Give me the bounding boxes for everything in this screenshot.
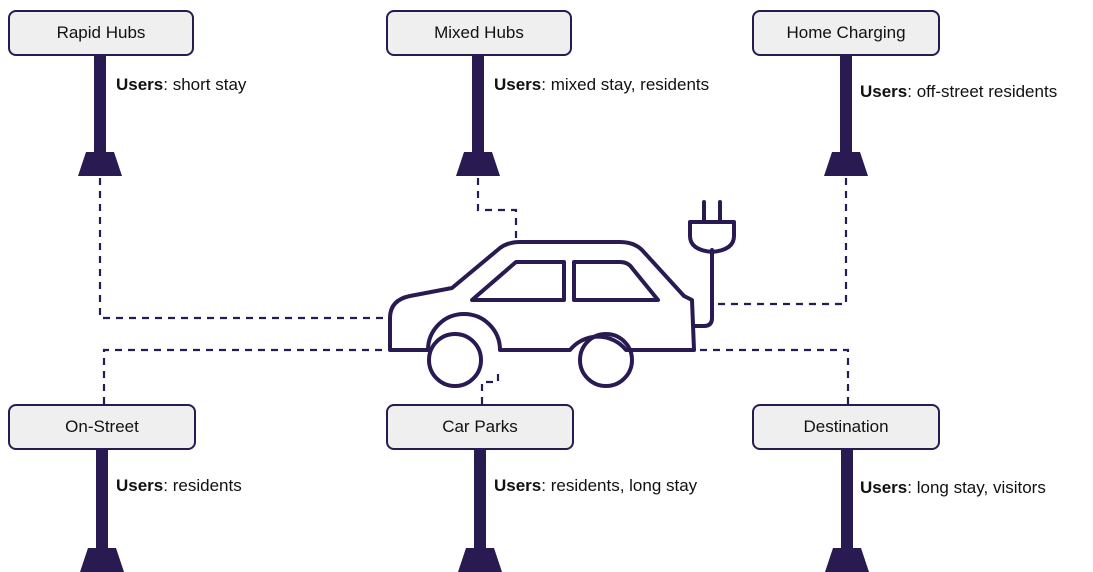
users-car-parks: Users: residents, long stay <box>494 476 698 495</box>
pole-destination <box>825 450 869 572</box>
car-body <box>388 240 696 352</box>
pole-home-charging <box>824 56 868 176</box>
users-value: mixed stay, residents <box>550 75 710 94</box>
sign-on-street: On-Street <box>8 404 196 450</box>
users-label: Users <box>494 75 542 94</box>
electric-car-icon <box>388 200 736 388</box>
car-wheel-front <box>427 332 483 388</box>
users-on-street: Users: residents <box>116 476 242 495</box>
users-label: Users <box>494 476 542 495</box>
connector-car-parks <box>480 370 500 404</box>
charging-cable <box>692 248 714 328</box>
users-value: residents <box>172 476 242 495</box>
pole-rapid-hubs <box>78 56 122 176</box>
sign-mixed-hubs-label: Mixed Hubs <box>434 23 524 42</box>
users-mixed-hubs: Users: mixed stay, residents <box>494 75 710 94</box>
connector-on-street <box>102 348 388 404</box>
users-label: Users <box>860 478 908 497</box>
sign-destination-label: Destination <box>803 417 889 436</box>
car-window-front <box>470 260 566 302</box>
users-value: short stay <box>172 75 247 94</box>
connector-home-charging <box>716 178 848 306</box>
connector-mixed-hubs <box>476 178 518 244</box>
plug-body <box>688 220 736 254</box>
sign-home-charging: Home Charging <box>752 10 940 56</box>
users-value: long stay, visitors <box>916 478 1046 497</box>
users-label: Users <box>116 75 164 94</box>
sign-car-parks: Car Parks <box>386 404 574 450</box>
sign-destination: Destination <box>752 404 940 450</box>
car-window-rear <box>572 260 660 302</box>
sign-rapid-hubs-label: Rapid Hubs <box>56 23 146 42</box>
pole-on-street <box>80 450 124 572</box>
users-label: Users <box>860 82 908 101</box>
sign-rapid-hubs: Rapid Hubs <box>8 10 194 56</box>
pole-mixed-hubs <box>456 56 500 176</box>
users-rapid-hubs: Users: short stay <box>116 75 247 94</box>
sign-on-street-label: On-Street <box>65 417 139 436</box>
sign-mixed-hubs: Mixed Hubs <box>386 10 572 56</box>
connector-rapid-hubs <box>98 178 388 320</box>
users-home-charging: Users: off-street residents <box>860 82 1058 101</box>
users-destination: Users: long stay, visitors <box>860 478 1046 497</box>
dashed-connectors <box>98 178 850 404</box>
users-label: Users <box>116 476 164 495</box>
pole-car-parks <box>458 450 502 572</box>
sign-car-parks-label: Car Parks <box>442 417 518 436</box>
connector-destination <box>676 348 850 404</box>
users-value: residents, long stay <box>550 476 698 495</box>
sign-home-charging-label: Home Charging <box>786 23 906 42</box>
car-wheel-rear <box>578 332 634 388</box>
users-value: off-street residents <box>916 82 1058 101</box>
